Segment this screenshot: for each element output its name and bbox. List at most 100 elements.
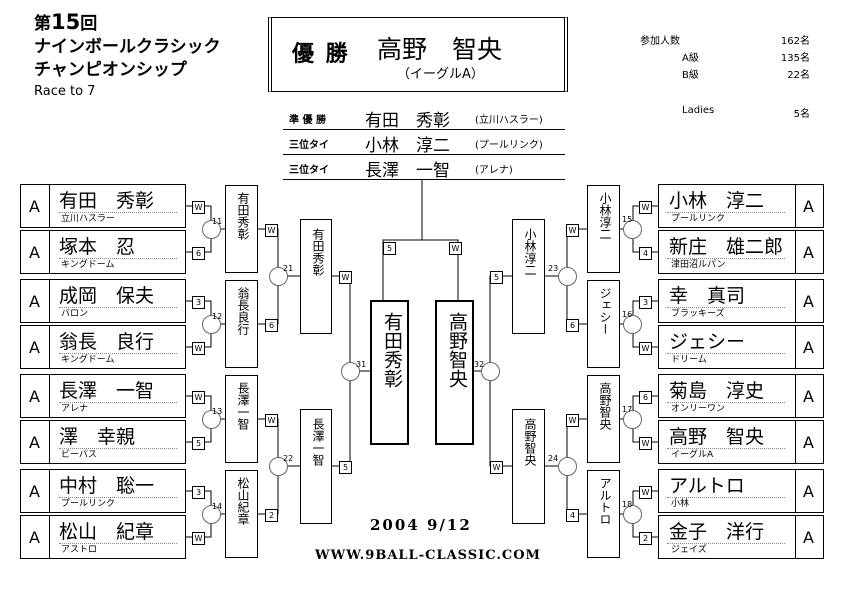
player-name: 高野 智央 [669, 426, 765, 448]
champion-name: 高野 智央 [377, 35, 503, 64]
player-grade: A [803, 528, 814, 547]
player-card: ジェシー ドリーム A [658, 325, 824, 369]
r2-winner-box: 長澤一智 [300, 409, 332, 524]
player-club: バロン [61, 309, 89, 319]
event-title: 第15回 ナインボールクラシック チャンピオンシップ Race to 7 [34, 10, 221, 100]
score-box: 5 [192, 437, 205, 450]
player-club: アストロ [61, 545, 98, 555]
r2-winner-box: 小林淳二 [512, 219, 545, 334]
player-club: ビーパス [61, 450, 97, 460]
match-node [558, 267, 577, 286]
match-node [269, 267, 288, 286]
player-card: A 塚本 忍 キングドーム [20, 230, 186, 274]
player-card: A 松山 紀章 アストロ [20, 515, 186, 559]
score-box: W [192, 391, 205, 404]
match-node [623, 505, 642, 524]
player-name: アルトロ [669, 475, 745, 497]
r1-winner-box: ジェシー [587, 280, 620, 368]
score-box: 6 [192, 247, 205, 260]
player-card: A 澤 幸親 ビーパス [20, 420, 186, 464]
score-box: W [639, 201, 652, 214]
score-box: 2 [639, 532, 652, 545]
placing-row: 準 優 勝 有田 秀彰 (立川ハスラー) [283, 105, 565, 131]
score-box: 5 [490, 271, 503, 284]
r2-winner-box: 有田秀彰 [300, 219, 332, 334]
player-grade: A [29, 292, 40, 311]
player-grade: A [803, 387, 814, 406]
player-name: 菊島 淳史 [669, 380, 765, 402]
player-card: 新庄 雄二郎 津田沼ルパン A [658, 230, 824, 274]
score-box: W [265, 224, 278, 237]
final-score-right: W [449, 242, 462, 255]
player-club: ブラッキーズ [671, 309, 725, 319]
player-card: 金子 洋行 ジェイズ A [658, 515, 824, 559]
edition-line: 第15回 [34, 10, 98, 35]
score-box: 6 [566, 319, 579, 332]
player-club: ドリーム [671, 355, 707, 365]
final-score-left: 5 [383, 242, 396, 255]
match-node [623, 410, 642, 429]
player-club: 立川ハスラー [61, 214, 116, 224]
match-number: 23 [548, 264, 559, 273]
match-number: 12 [212, 312, 223, 321]
stat-row: B級 22名 [682, 70, 810, 81]
player-grade: A [29, 433, 40, 452]
player-grade: A [29, 528, 40, 547]
match-number: 22 [283, 454, 294, 463]
race-label: Race to 7 [34, 84, 96, 99]
match-number: 17 [622, 405, 633, 414]
player-name: 長澤 一智 [59, 380, 155, 402]
placing-row: 三位タイ 長澤 一智 (アレナ) [283, 155, 565, 181]
score-box: W [490, 461, 503, 474]
match-number: 14 [212, 502, 223, 511]
score-box: 3 [639, 296, 652, 309]
r1-winner-box: 長澤一智 [225, 375, 258, 463]
match-node [202, 315, 221, 334]
final-right-box: 高野智央 [435, 300, 474, 445]
score-box: 2 [265, 509, 278, 522]
match-node [623, 315, 642, 334]
website-link[interactable]: WWW.9BALL-CLASSIC.COM [315, 548, 541, 563]
score-box: W [639, 437, 652, 450]
score-box: W [639, 342, 652, 355]
player-club: 津田沼ルパン [671, 260, 726, 270]
player-club: プールリンク [671, 214, 726, 224]
title-line-1: ナインボールクラシック [34, 37, 221, 57]
score-box: W [639, 486, 652, 499]
player-name: 澤 幸親 [59, 426, 136, 448]
stat-row: Ladies 5名 [682, 105, 810, 120]
placings-table: 準 優 勝 有田 秀彰 (立川ハスラー) 三位タイ 小林 淳二 (プールリンク)… [283, 105, 565, 181]
score-box: 3 [192, 486, 205, 499]
player-grade: A [29, 387, 40, 406]
match-node [341, 362, 360, 381]
match-node [269, 457, 288, 476]
player-grade: A [803, 482, 814, 501]
score-box: W [192, 342, 205, 355]
player-grade: A [803, 197, 814, 216]
match-number: 32 [474, 360, 485, 369]
player-grade: A [29, 482, 40, 501]
player-card: A 翁長 良行 キングドーム [20, 325, 186, 369]
player-grade: A [803, 243, 814, 262]
player-name: 松山 紀章 [59, 521, 155, 543]
player-grade: A [803, 433, 814, 452]
player-name: 幸 真司 [669, 285, 746, 307]
player-name: 翁長 良行 [59, 331, 155, 353]
r1-winner-box: 高野智央 [587, 375, 620, 463]
score-box: W [192, 532, 205, 545]
player-card: 幸 真司 ブラッキーズ A [658, 279, 824, 323]
player-grade: A [29, 338, 40, 357]
match-node [202, 220, 221, 239]
player-card: A 有田 秀彰 立川ハスラー [20, 184, 186, 228]
match-number: 11 [212, 217, 223, 226]
player-name: 塚本 忍 [59, 236, 136, 258]
score-box: 6 [639, 391, 652, 404]
player-grade: A [803, 338, 814, 357]
player-name: 成岡 保夫 [59, 285, 155, 307]
score-box: W [566, 224, 579, 237]
match-number: 15 [622, 215, 633, 224]
player-name: 有田 秀彰 [59, 190, 155, 212]
player-club: キングドーム [61, 260, 115, 270]
player-name: 金子 洋行 [669, 521, 765, 543]
player-club: ジェイズ [671, 545, 707, 555]
